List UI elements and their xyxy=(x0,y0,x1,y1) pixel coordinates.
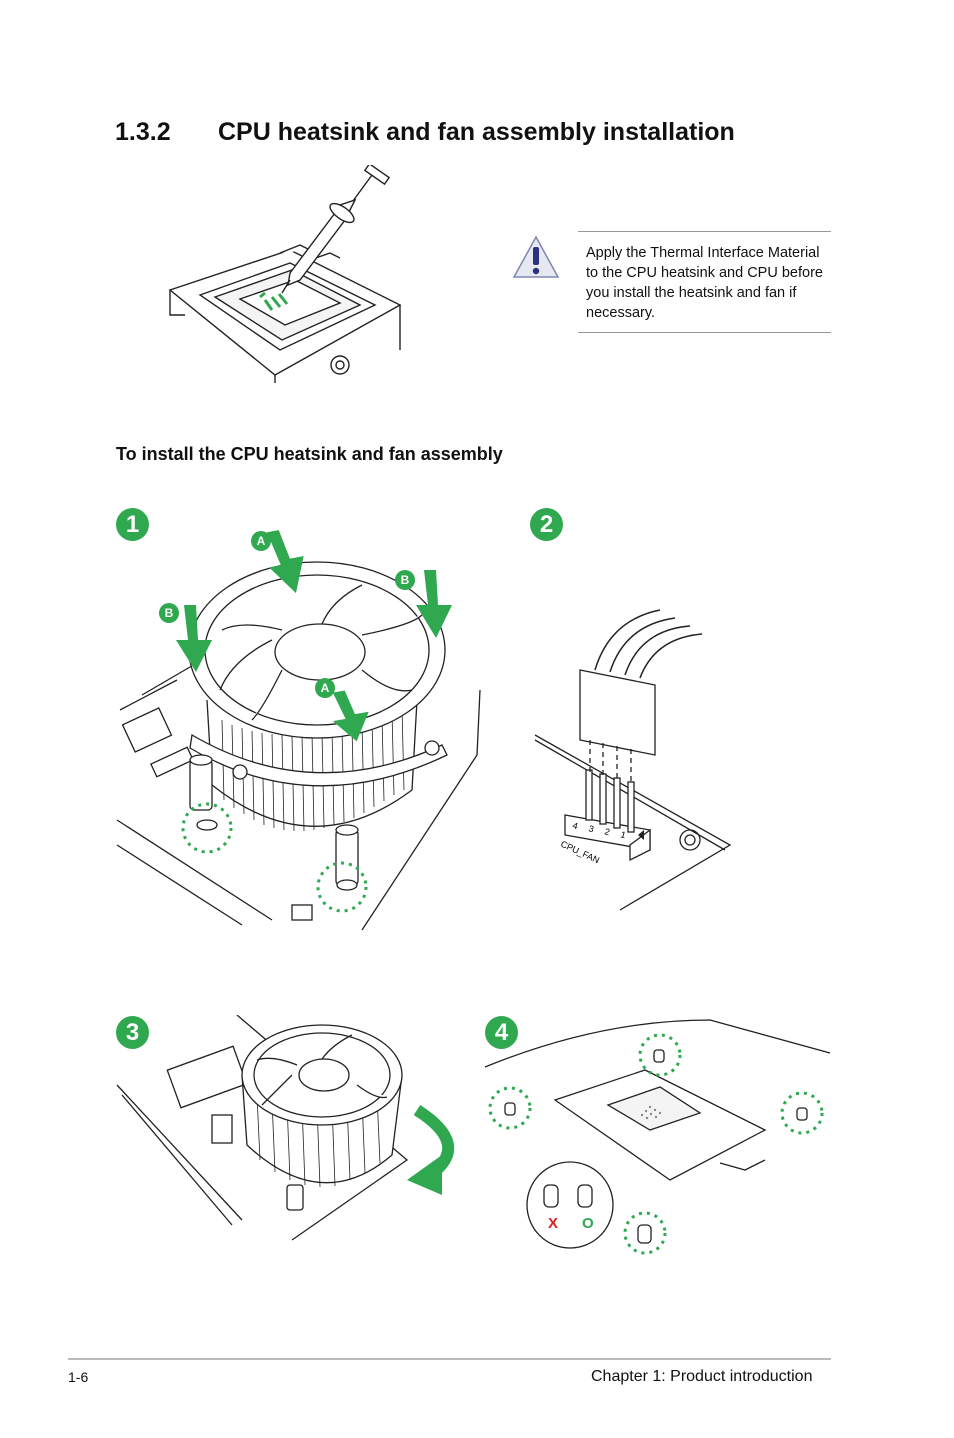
step-1-badge: 1 xyxy=(116,508,149,541)
right-mark: O xyxy=(582,1215,594,1232)
step-2-badge: 2 xyxy=(530,508,563,541)
step-1-illustration: A B B A xyxy=(116,530,481,931)
section-title: CPU heatsink and fan assembly installati… xyxy=(218,118,735,146)
chapter-title: Chapter 1: Product introduction xyxy=(591,1368,813,1385)
thermal-paste-illustration xyxy=(168,165,402,383)
cpu-fan-label: CPU_FAN xyxy=(559,839,601,866)
pin-4: 4 xyxy=(571,820,579,831)
subheading: To install the CPU heatsink and fan asse… xyxy=(116,444,503,464)
pin-3: 3 xyxy=(587,823,595,834)
note-box xyxy=(578,231,831,333)
wrong-mark: X xyxy=(548,1215,558,1232)
step-2-illustration: 4 3 2 1 CPU_FAN xyxy=(534,609,732,911)
note-text: Apply the Thermal Interface Material to … xyxy=(586,245,823,321)
step-4-illustration xyxy=(484,1019,831,1255)
label-b-2: B xyxy=(401,573,410,587)
pin-2: 2 xyxy=(603,826,611,837)
footer-rule xyxy=(68,1358,831,1360)
section-number: 1.3.2 xyxy=(115,118,171,146)
warning-icon xyxy=(512,235,560,278)
label-a-2: A xyxy=(321,681,330,695)
page-number: 1-6 xyxy=(68,1369,89,1385)
step-4-marks: X O xyxy=(548,1215,594,1232)
step-3-badge: 3 xyxy=(116,1016,149,1049)
label-b-1: B xyxy=(165,606,174,620)
label-a-1: A xyxy=(257,534,266,548)
step-3-illustration xyxy=(116,1015,455,1241)
step-4-badge: 4 xyxy=(485,1016,518,1049)
pin-1: 1 xyxy=(619,829,627,840)
